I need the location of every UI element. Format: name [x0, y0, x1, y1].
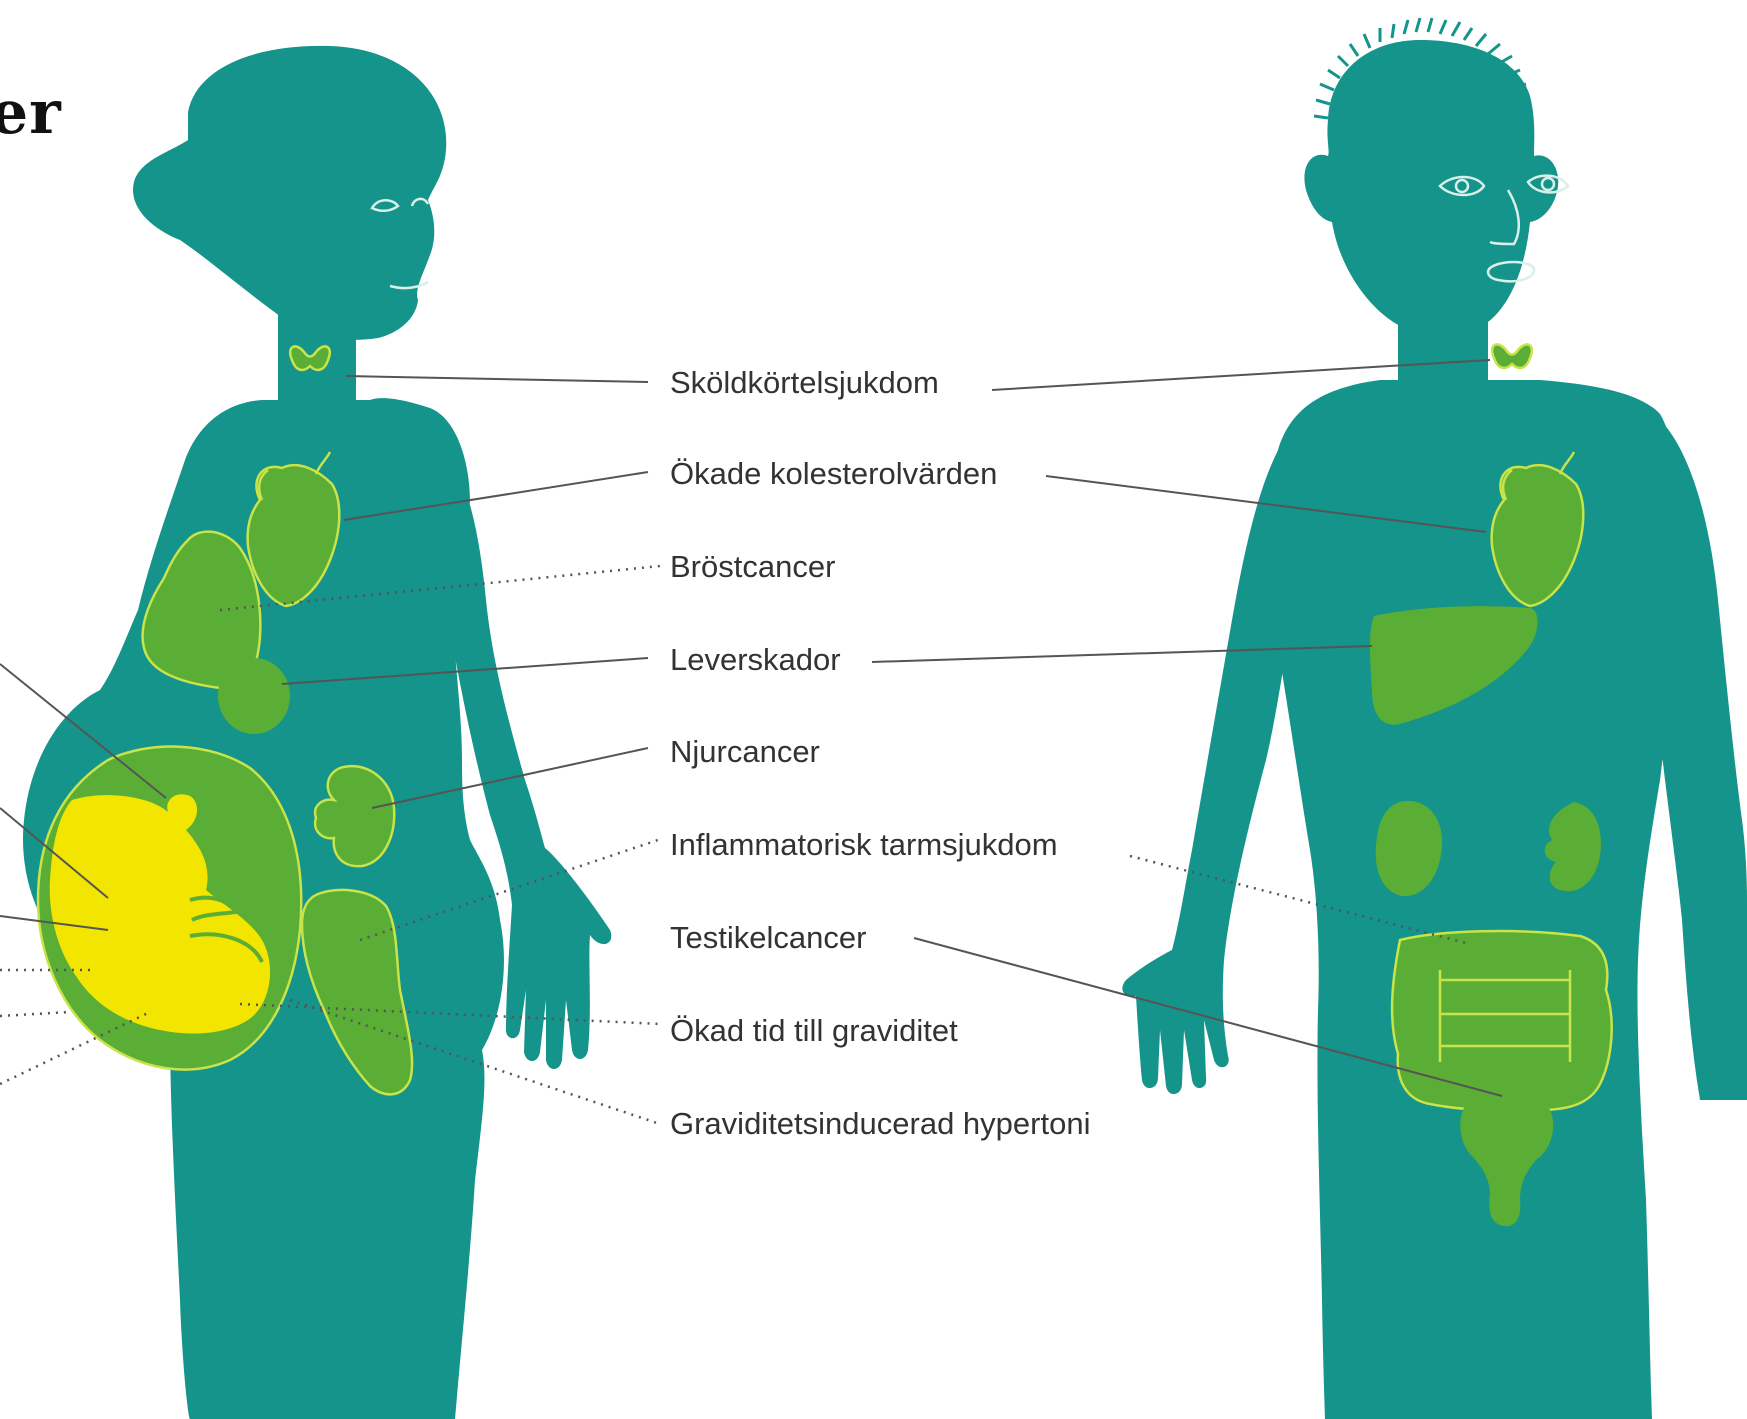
woman-head — [133, 46, 446, 340]
label-hypertension: Graviditetsinducerad hypertoni — [670, 1106, 1090, 1142]
man-silhouette — [1122, 18, 1747, 1419]
label-breast-cancer: Bröstcancer — [670, 549, 835, 585]
label-testicular-cancer: Testikelcancer — [670, 920, 866, 956]
label-kidney-cancer: Njurcancer — [670, 734, 820, 770]
label-thyroid: Sköldkörtelsjukdom — [670, 365, 939, 401]
thyroid-icon — [1492, 344, 1532, 367]
label-ibd: Inflammatorisk tarmsjukdom — [670, 827, 1058, 863]
label-liver: Leverskador — [670, 642, 841, 678]
man-arm-left — [1122, 430, 1300, 1094]
liver-icon — [218, 658, 290, 734]
man-arm-right — [1656, 420, 1747, 1100]
man-torso — [1271, 380, 1681, 1419]
intestine-icon — [1392, 931, 1612, 1111]
man-neck — [1398, 320, 1488, 390]
man-head — [1304, 40, 1558, 337]
leader-offscreen-5 — [0, 1012, 70, 1016]
label-time-to-pregnancy: Ökad tid till graviditet — [670, 1013, 958, 1049]
woman-silhouette — [23, 46, 611, 1419]
label-cholesterol: Ökade kolesterolvärden — [670, 456, 997, 492]
leader-thyroid-left — [346, 376, 648, 382]
